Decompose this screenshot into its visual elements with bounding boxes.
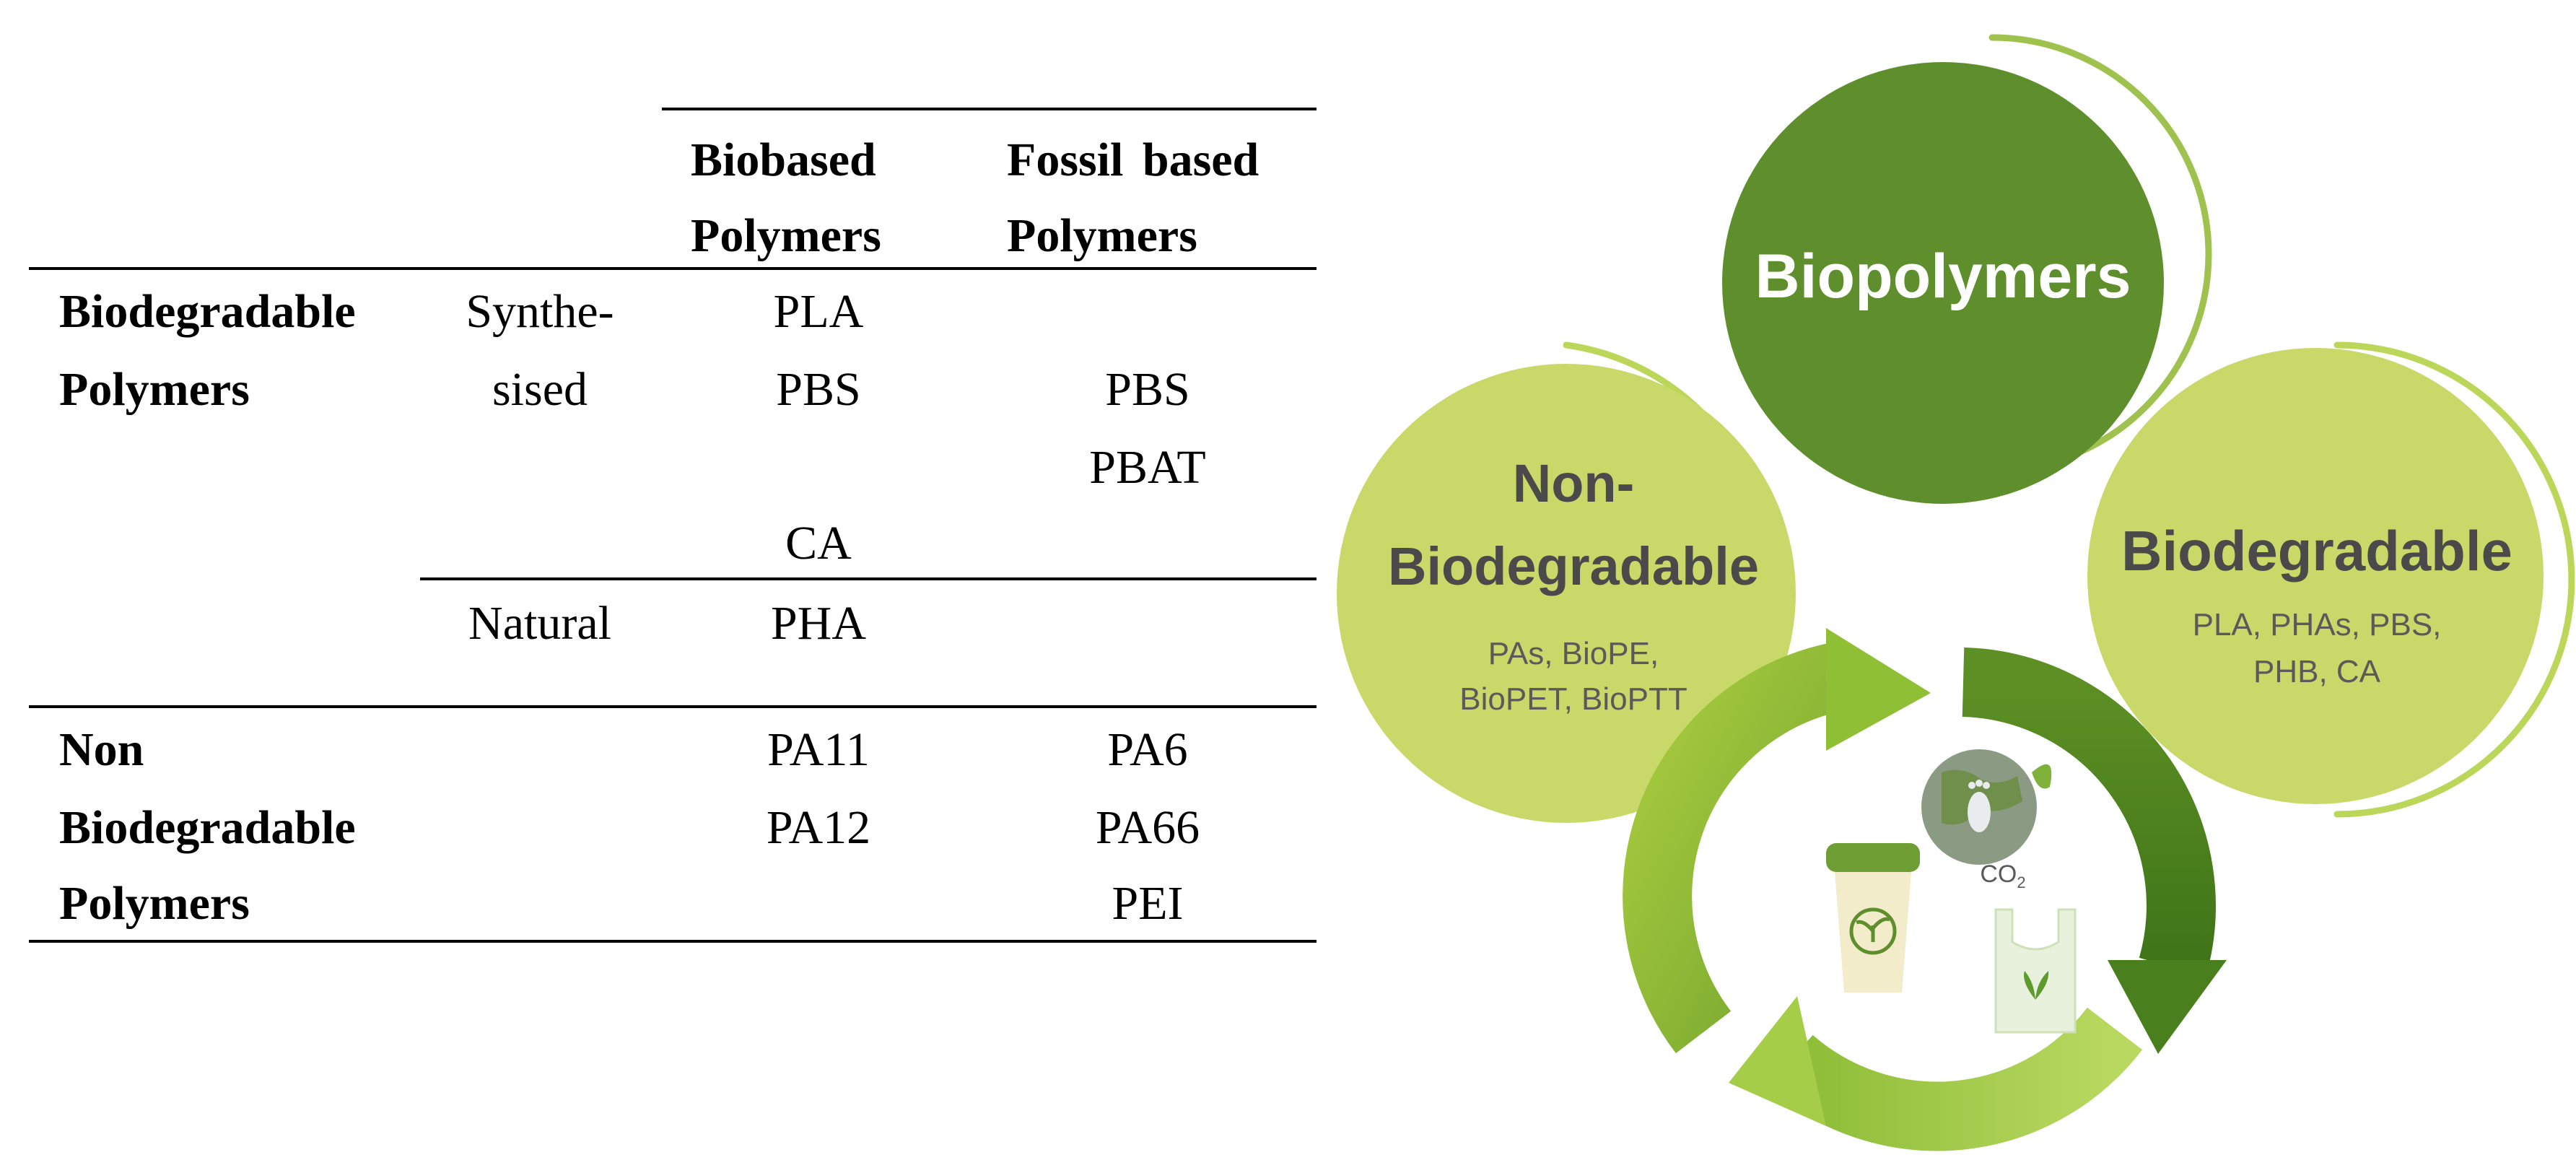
row-biodegradable-label-line2: Polymers <box>59 363 250 416</box>
synthesised-natural-rule <box>420 577 1317 580</box>
cell-pa66: PA66 <box>1095 801 1200 854</box>
header-biobased-line2: Polymers <box>691 209 881 262</box>
cell-pa11: PA11 <box>767 723 870 776</box>
recycle-arrowhead-bottom <box>1729 996 1826 1126</box>
cell-pbs-biobased: PBS <box>776 363 861 416</box>
subrow-synthesised-label-line2: sised <box>492 363 588 416</box>
cell-ca: CA <box>785 517 852 570</box>
recycle-arrowhead-left <box>1826 628 1931 751</box>
recycle-arrow-right <box>1962 647 2216 977</box>
cell-pa12: PA12 <box>766 801 871 854</box>
row-biodegradable-label-line1: Biodegradable <box>59 285 356 338</box>
left-circle <box>1337 364 1796 823</box>
cell-pei: PEI <box>1112 877 1184 930</box>
earth-footprint-icon: CO2 <box>1921 749 2052 891</box>
table-bottom-rule <box>29 940 1317 943</box>
polymer-classification-table: Biobased Polymers Fossil based Polymers … <box>29 108 1317 943</box>
cell-pla: PLA <box>773 285 864 338</box>
header-fossil-line1: Fossil based <box>1007 134 1259 186</box>
left-circle-title-line1: Non- <box>1513 453 1635 513</box>
recycle-arrows-icon <box>1623 628 2227 1151</box>
top-circle-title: Biopolymers <box>1755 242 2131 311</box>
table-top-rule <box>662 108 1317 110</box>
row-nonbiodegradable-label-line3: Polymers <box>59 877 250 930</box>
right-circle-items-line2: PHB, CA <box>2253 654 2381 689</box>
cell-pbat: PBAT <box>1089 441 1206 494</box>
biopolymers-diagram-svg: Biopolymers Non- Biodegradable PAs, BioP… <box>1337 34 2575 1151</box>
right-circle-title: Biodegradable <box>2121 519 2512 583</box>
left-circle-title-line2: Biodegradable <box>1388 536 1759 596</box>
bag-icon <box>1994 908 2077 1034</box>
right-circle-ring <box>2333 341 2575 818</box>
co2-label: CO2 <box>1980 860 2025 891</box>
subrow-synthesised-label-line1: Synthe- <box>466 285 614 338</box>
biopolymers-diagram: Biopolymers Non- Biodegradable PAs, BioP… <box>1328 0 2576 1160</box>
right-circle-items-line1: PLA, PHAs, PBS, <box>2193 607 2442 642</box>
row-nonbiodegradable-label-line1: Non <box>59 723 144 776</box>
left-circle-items-line1: PAs, BioPE, <box>1488 636 1659 671</box>
cell-pha: PHA <box>770 597 867 650</box>
recycle-arrowhead-right <box>2108 960 2227 1054</box>
section-divider-rule <box>29 705 1317 708</box>
cell-pbs-fossil: PBS <box>1105 363 1190 416</box>
top-circle <box>1722 62 2164 504</box>
cell-pa6: PA6 <box>1107 723 1188 776</box>
header-biobased-line1: Biobased <box>691 134 876 186</box>
coffee-cup-icon <box>1826 843 1920 993</box>
row-nonbiodegradable-label-line2: Biodegradable <box>59 801 356 854</box>
header-fossil-line2: Polymers <box>1007 209 1197 262</box>
recycle-arrow-bottom <box>1767 1007 2143 1151</box>
top-circle-ring <box>1988 34 2212 474</box>
left-circle-items-line2: BioPET, BioPTT <box>1459 681 1687 717</box>
header-bottom-rule <box>29 267 1317 270</box>
right-circle <box>2087 348 2544 804</box>
recycle-arrow-left <box>1623 640 1854 1054</box>
subrow-natural-label: Natural <box>468 597 611 650</box>
